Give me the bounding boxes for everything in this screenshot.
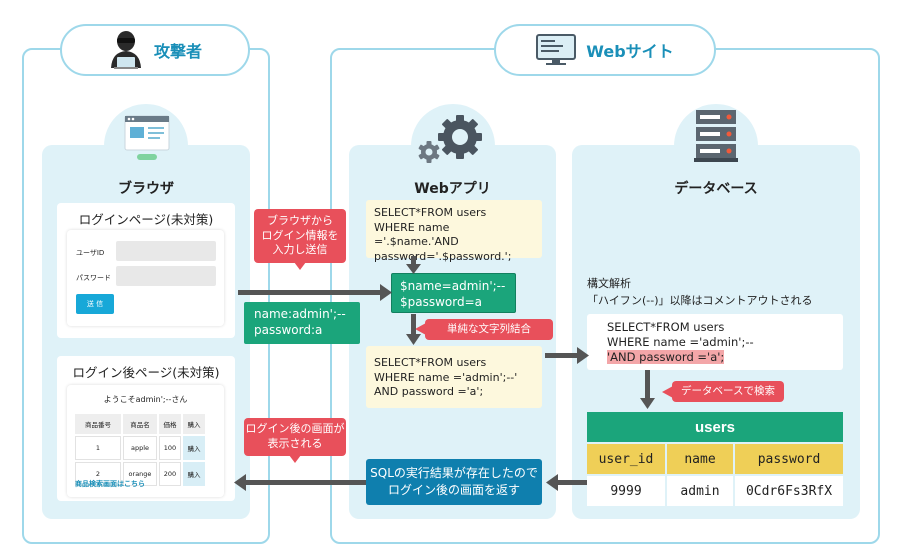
send-callout-line: ログイン情報を	[261, 228, 339, 242]
commented-out-text: 'AND password ='a';	[607, 349, 725, 364]
database-title: データベース	[674, 181, 758, 197]
attacker-title: 攻撃者	[153, 42, 202, 61]
query-template-box: SELECT*FROM users WHERE name ='.$name.'A…	[366, 200, 542, 263]
send-callout: ブラウザから ログイン情報を 入力し送信	[254, 209, 346, 263]
template-to-vars-arrow	[406, 256, 421, 274]
return-arrow	[234, 474, 366, 491]
browser-title: ブラウザ	[118, 181, 174, 197]
col-product-name: 商品名	[123, 414, 157, 434]
user-id-field[interactable]	[116, 241, 216, 261]
return-line: SQLの実行結果が存在したので	[370, 466, 538, 481]
sent-password: password:a	[254, 323, 323, 338]
login-page-title: ログインページ(未対策)	[78, 212, 214, 227]
cell-name: orange	[123, 462, 157, 486]
return-line: ログイン後の画面を返す	[387, 483, 520, 497]
attacker-tab: 攻撃者	[60, 24, 250, 76]
send-callout-pointer	[294, 262, 306, 270]
return-callout-pointer	[289, 455, 301, 463]
user-id-label: ユーザID	[76, 249, 105, 257]
cell-name: apple	[123, 436, 157, 460]
gear-icon	[418, 115, 482, 163]
cell-price: 100	[159, 436, 181, 460]
website-title: Webサイト	[586, 42, 674, 61]
db-search-callout: データベースで検索	[672, 381, 784, 402]
buy-button[interactable]: 購入	[183, 436, 205, 460]
variables-box: $name=admin';-- $password=a	[391, 273, 516, 313]
query-line: WHERE name ='admin';--	[607, 334, 754, 349]
concat-callout-pointer	[415, 323, 426, 335]
col-name: name	[667, 444, 733, 474]
col-password: password	[735, 444, 843, 474]
greeting-text: ようこそadmin';--さん	[103, 395, 188, 404]
users-table-header-row: user_id name password	[587, 444, 843, 474]
cell-price: 200	[159, 462, 181, 486]
parse-note-line: 構文解析	[587, 277, 631, 290]
parsed-query-box: SELECT*FROM users WHERE name ='admin';--…	[587, 314, 843, 370]
to-database-arrow	[545, 347, 589, 364]
col-price: 価格	[159, 414, 181, 434]
website-tab: Webサイト	[494, 24, 716, 76]
users-table-row: 9999 admin 0Cdr6Fs3RfX	[587, 476, 843, 506]
query-line: SELECT*FROM users	[607, 320, 725, 334]
browser-window-icon	[124, 115, 170, 160]
concat-callout: 単純な文字列結合	[425, 319, 553, 340]
db-search-arrow	[640, 370, 655, 409]
product-search-link[interactable]: 商品検索画面はこちら	[75, 480, 145, 488]
send-arrow	[238, 284, 392, 301]
product-table-header: 商品番号 商品名 価格 購入	[75, 414, 205, 434]
cell-name: admin	[667, 476, 733, 506]
product-table: 商品番号 商品名 価格 購入 1 apple 100 購入 2 orange 2…	[73, 412, 207, 488]
password-field[interactable]	[116, 266, 216, 286]
monitor-icon	[536, 34, 577, 65]
col-buy: 購入	[183, 414, 205, 434]
return-callout: ログイン後の画面が 表示される	[244, 418, 346, 456]
sent-name: name:admin';--	[254, 307, 346, 321]
cell-number: 2	[75, 462, 121, 486]
webapp-title: Webアプリ	[414, 181, 491, 197]
cell-number: 1	[75, 436, 121, 460]
cell-password: 0Cdr6Fs3RfX	[735, 476, 843, 506]
col-product-number: 商品番号	[75, 414, 121, 434]
send-button[interactable]: 送 信	[76, 294, 114, 314]
query-line: SELECT*FROM users	[374, 206, 487, 219]
after-login-title: ログイン後ページ(未対策)	[72, 365, 220, 380]
users-table-title: users	[587, 412, 843, 442]
query-line: SELECT*FROM users	[374, 356, 487, 369]
parse-note-line: 「ハイフン(--)」以降はコメントアウトされる	[587, 294, 813, 308]
send-callout-line: ブラウザから	[267, 213, 333, 227]
password-variable: $password=a	[400, 295, 483, 310]
server-icon	[694, 110, 738, 162]
return-result-box: SQLの実行結果が存在したので ログイン後の画面を返す	[366, 459, 542, 505]
vars-to-query-arrow	[406, 314, 421, 345]
name-variable: $name=admin';--	[400, 279, 506, 293]
query-line: AND password ='a';	[374, 385, 484, 399]
db-search-callout-pointer	[662, 386, 673, 398]
hacker-icon	[110, 31, 141, 69]
query-line: WHERE name ='.$name.'AND	[374, 220, 459, 249]
query-result-box: SELECT*FROM users WHERE name ='admin';--…	[366, 346, 542, 408]
return-callout-line: 表示される	[267, 437, 323, 450]
query-line: WHERE name ='admin';--'	[374, 370, 518, 384]
return-callout-line: ログイン後の画面が	[245, 422, 345, 436]
col-user-id: user_id	[587, 444, 665, 474]
buy-button[interactable]: 購入	[183, 462, 205, 486]
send-callout-line: 入力し送信	[272, 243, 328, 257]
parse-note: 構文解析 「ハイフン(--)」以降はコメントアウトされる	[587, 275, 813, 309]
db-result-arrow	[546, 474, 587, 491]
table-row: 1 apple 100 購入	[75, 436, 205, 460]
query-line: password='.$password.';	[374, 249, 512, 263]
cell-user-id: 9999	[587, 476, 665, 506]
password-label: パスワード	[76, 274, 111, 282]
sent-values-box: name:admin';-- password:a	[244, 302, 360, 344]
table-row: 2 orange 200 購入	[75, 462, 205, 486]
